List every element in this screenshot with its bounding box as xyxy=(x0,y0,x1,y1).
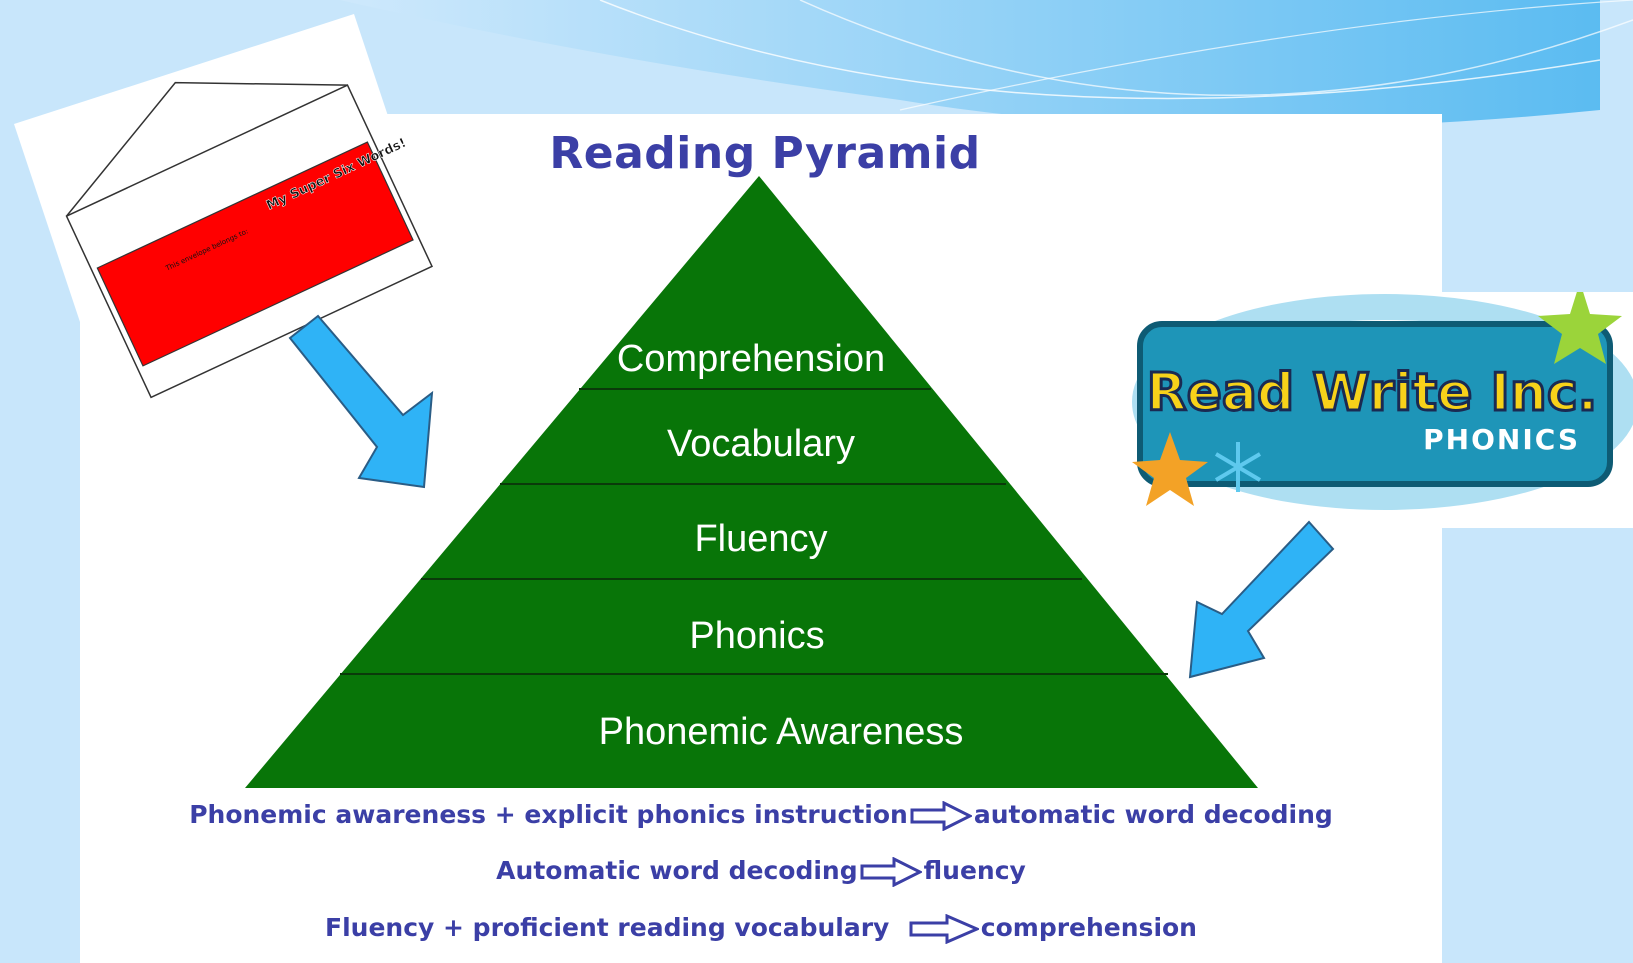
right-arrow-icon xyxy=(910,801,972,831)
formula-2-right: fluency xyxy=(923,856,1026,885)
formula-3-right: comprehension xyxy=(980,913,1197,942)
pyramid-layer-comprehension: Comprehension xyxy=(616,338,886,380)
formula-row-3: Fluency + proficient reading vocabulary … xyxy=(80,913,1442,944)
pyramid-layer-phonics: Phonics xyxy=(689,615,825,657)
pyramid-layer-fluency: Fluency xyxy=(694,518,828,560)
right-arrow-icon xyxy=(860,857,922,887)
logo-sub: PHONICS xyxy=(1423,423,1580,456)
formula-row-1: Phonemic awareness + explicit phonics in… xyxy=(80,800,1442,831)
logo-name: Read Write Inc. xyxy=(1147,363,1598,423)
pyramid-layer-phonemic-awareness: Phonemic Awareness xyxy=(598,711,964,753)
star-icon xyxy=(1538,292,1622,364)
snowflake-icon xyxy=(1214,442,1262,492)
formula-2-left: Automatic word decoding xyxy=(496,856,858,885)
formula-1-right: automatic word decoding xyxy=(973,800,1333,829)
page-title: Reading Pyramid xyxy=(549,128,981,179)
pyramid-layer-vocabulary: Vocabulary xyxy=(666,423,855,465)
star-icon xyxy=(1132,432,1208,506)
right-arrow-icon xyxy=(909,914,979,944)
formula-3-left: Fluency + proficient reading vocabulary xyxy=(325,913,890,942)
envelope-image: This envelope belongs to: My Super Six W… xyxy=(14,14,454,424)
pyramid-shape xyxy=(245,176,1258,788)
formula-1-left: Phonemic awareness + explicit phonics in… xyxy=(189,800,908,829)
read-write-inc-logo: Read Write Inc. PHONICS xyxy=(1110,292,1633,528)
formula-row-2: Automatic word decoding fluency xyxy=(80,856,1442,887)
